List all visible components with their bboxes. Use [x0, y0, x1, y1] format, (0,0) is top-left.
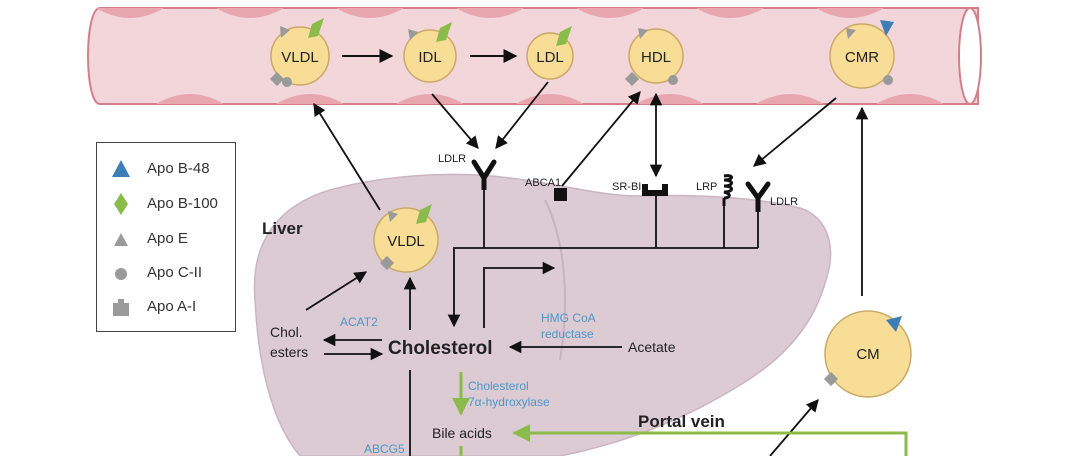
arrow-to-cm — [769, 399, 819, 456]
apo-b100-icon — [556, 26, 572, 46]
cholesterol-7a-label-2: 7α-hydroxylase — [468, 395, 550, 409]
apo-b48-icon — [880, 20, 894, 36]
legend-item-apo-b100: Apo B-100 — [109, 192, 237, 216]
abca1-label: ABCA1 — [525, 177, 561, 189]
ldlr-receptor-top: LDLR — [438, 153, 497, 190]
idl-particle: IDL — [403, 22, 457, 83]
arrow-idl-to-ldlr — [431, 93, 479, 149]
vessel-wall-cell — [816, 8, 884, 18]
acat2-enzyme-label: ACAT2 — [340, 315, 378, 329]
arrow-ldl-to-ldlr — [495, 81, 549, 149]
arrow-abca1-to-hdl — [561, 91, 641, 187]
acetate-label: Acetate — [628, 339, 676, 355]
abcg5-label: ABCG5 — [364, 442, 405, 456]
liver-vldl-particle: VLDL — [373, 204, 439, 273]
vessel-wall-cell — [696, 8, 764, 18]
vessel-wall-cell — [396, 94, 464, 104]
gray-triangle-icon — [114, 233, 128, 246]
apo-b100-icon — [308, 18, 324, 38]
apo-e-icon — [846, 28, 856, 39]
vessel-wall-cell — [156, 94, 224, 104]
apo-e-icon — [280, 26, 290, 38]
apo-e-icon — [408, 29, 418, 40]
legend-label: Apo B-48 — [147, 160, 210, 177]
vessel-wall-cell — [756, 94, 824, 104]
apo-c2-icon — [668, 75, 678, 85]
vessel-wall-cell — [456, 8, 524, 18]
cm-label: CM — [856, 346, 879, 363]
ldlr-top-label: LDLR — [438, 153, 466, 165]
hdl-label: HDL — [641, 49, 671, 66]
vessel-wall-cell — [576, 8, 644, 18]
legend-label: Apo A-I — [147, 298, 197, 315]
cmr-particle: CMR — [829, 20, 895, 89]
cmr-label: CMR — [845, 49, 879, 66]
apo-a1-icon — [269, 71, 285, 87]
bile-acids-label: Bile acids — [432, 425, 492, 441]
arrow-cmr-to-receptors — [753, 97, 837, 167]
legend-label: Apo E — [147, 230, 188, 247]
green-diamond-icon — [114, 193, 128, 215]
srbi-label: SR-BI — [612, 181, 641, 193]
idl-label: IDL — [418, 49, 441, 66]
legend-label: Apo B-100 — [147, 195, 218, 212]
hmg-coa-label-1: HMG CoA — [541, 311, 596, 325]
gray-square-icon — [113, 299, 129, 316]
legend-label: Apo C-II — [147, 264, 203, 281]
srbi-receptor: SR-BI — [612, 181, 668, 196]
apo-b100-icon — [416, 204, 432, 224]
vessel-wall-cell — [336, 8, 404, 18]
arrow-liver-vldl-to-vessel — [313, 102, 381, 211]
ldl-particle: LDL — [526, 26, 574, 80]
legend-item-apo-a1: Apo A-I — [109, 295, 237, 319]
legend-item-apo-b48: Apo B-48 — [109, 157, 237, 181]
legend-item-apo-e: Apo E — [109, 227, 237, 251]
gray-circle-icon — [115, 268, 127, 280]
ldl-label: LDL — [536, 49, 564, 66]
lrp-label: LRP — [696, 181, 717, 193]
ldlr-receptor-right: LDLR — [745, 181, 798, 212]
vldl-label: VLDL — [281, 49, 319, 66]
apo-c2-icon — [282, 77, 292, 87]
liver-vldl-label: VLDL — [387, 233, 425, 250]
apo-legend: Apo B-48 Apo B-100 Apo E Apo C-II Apo A-… — [96, 142, 236, 332]
ldlr-right-label: LDLR — [770, 196, 798, 208]
portal-vein-return-arrow — [512, 424, 908, 456]
chol-esters-label-2: esters — [270, 344, 308, 360]
arrow-esters-to-vldl — [305, 271, 368, 311]
cholesterol-label: Cholesterol — [388, 338, 493, 359]
liver-label: Liver — [262, 219, 303, 238]
apo-a1-icon — [379, 255, 395, 271]
apo-b100-icon — [436, 22, 452, 42]
apo-c2-icon — [883, 75, 893, 85]
apo-e-icon — [638, 28, 648, 39]
vldl-particle: VLDL — [269, 18, 330, 87]
apo-a1-icon — [823, 371, 839, 387]
apo-b48-icon — [886, 316, 902, 332]
vessel-wall-cell — [216, 8, 284, 18]
vessel-wall-cell — [276, 94, 344, 104]
chol-esters-label-1: Chol. — [270, 324, 303, 340]
blue-triangle-icon — [112, 160, 130, 177]
cholesterol-7a-label-1: Cholesterol — [468, 379, 529, 393]
lrp-receptor: LRP — [696, 174, 733, 206]
hdl-particle: HDL — [624, 28, 684, 87]
receptor-uptake-lines — [447, 190, 759, 328]
cm-particle: CM — [823, 310, 912, 398]
portal-vein-label: Portal vein — [638, 412, 725, 431]
apo-a1-icon — [624, 71, 640, 87]
vessel-wall-cell — [876, 94, 944, 104]
apo-e-icon — [388, 211, 398, 222]
legend-item-apo-c2: Apo C-II — [109, 261, 237, 285]
vessel-wall-cell — [96, 8, 164, 18]
abca1-transporter: ABCA1 — [525, 177, 567, 201]
hmg-coa-label-2: reductase — [541, 327, 594, 341]
